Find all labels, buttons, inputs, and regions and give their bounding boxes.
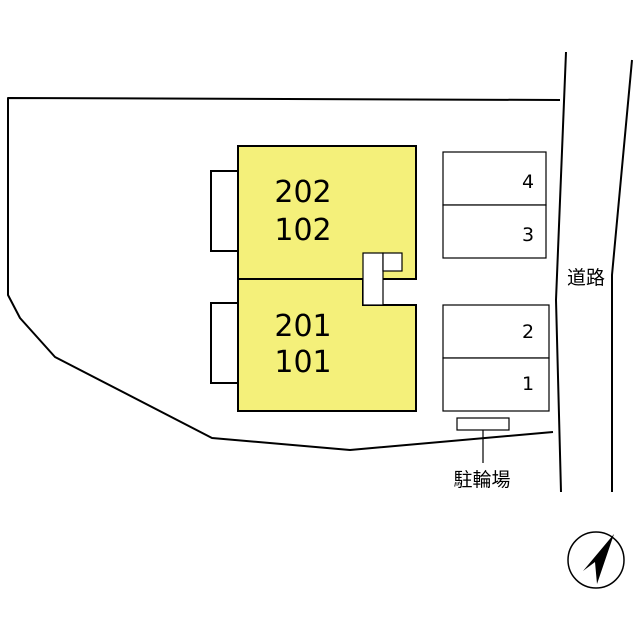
lot-boundary — [7, 97, 561, 451]
bicycle-parking-label: 駐輪場 — [453, 469, 510, 491]
road-edge-left — [555, 51, 567, 493]
unit-label-201: 201 — [274, 309, 331, 344]
parking-number-3: 3 — [522, 224, 534, 246]
stair-box-left — [362, 252, 384, 306]
balcony-lower — [210, 302, 239, 384]
parking-number-2: 2 — [522, 321, 534, 343]
north-arrow-icon — [567, 531, 625, 589]
road-edge-right — [611, 59, 633, 492]
parking-space-3 — [442, 204, 547, 259]
parking-space-2 — [442, 304, 550, 359]
parking-space-4 — [442, 151, 547, 206]
parking-number-1: 1 — [522, 373, 534, 395]
road-label: 道路 — [567, 267, 605, 289]
unit-label-101: 101 — [274, 345, 331, 380]
bicycle-parking-area — [456, 417, 510, 431]
unit-label-102: 102 — [274, 213, 331, 248]
stair-box-right — [382, 252, 403, 272]
parking-number-4: 4 — [522, 171, 534, 193]
balcony-upper — [210, 170, 239, 252]
parking-space-1 — [442, 357, 550, 412]
unit-label-202: 202 — [274, 175, 331, 210]
